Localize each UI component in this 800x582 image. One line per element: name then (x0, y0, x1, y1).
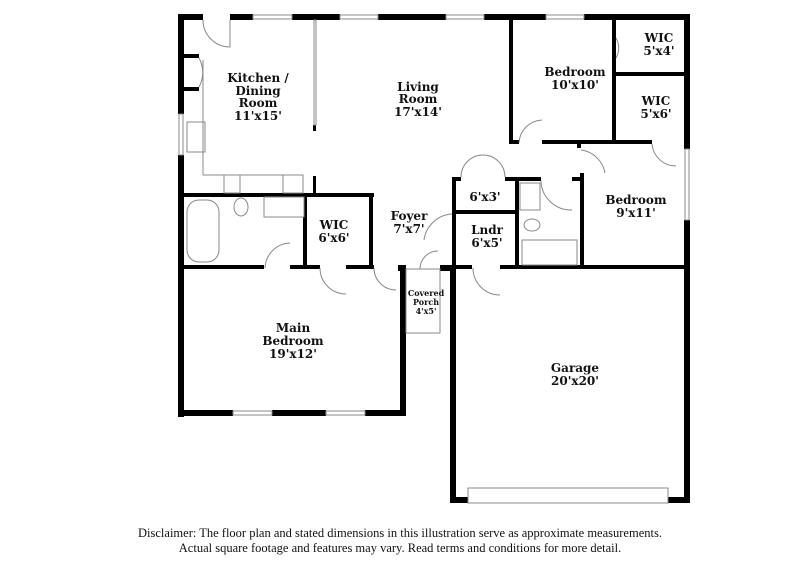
living-label: Living (397, 80, 439, 94)
porch-size: 4'x5' (416, 306, 437, 316)
wic-b-size: 5'x6' (640, 107, 671, 121)
bedroom-a-label: Bedroom (544, 65, 605, 79)
closet-size: 6'x3' (469, 190, 500, 204)
disclaimer-line-1: Disclaimer: The floor plan and stated di… (138, 526, 662, 540)
room-labels: Kitchen / Dining Room 11'x15' Living Roo… (227, 31, 674, 388)
wic-a-label: WIC (644, 31, 674, 45)
windows-and-fixtures (178, 14, 690, 504)
garage-size: 20'x20' (551, 374, 599, 388)
walls (178, 14, 690, 503)
foyer-label: Foyer (391, 209, 428, 223)
disclaimer-line-2: Actual square footage and features may v… (178, 541, 622, 555)
porch-label: Porch (413, 297, 439, 307)
laundry-label: Lndr (471, 223, 504, 237)
main-bedroom-label: Main (276, 321, 311, 335)
bedroom-b-label: Bedroom (605, 193, 666, 207)
living-size: 17'x14' (394, 105, 442, 119)
bedroom-a-size: 10'x10' (551, 78, 599, 92)
kitchen-size: 11'x15' (234, 109, 282, 123)
living-label: Room (399, 92, 438, 106)
kitchen-label: Dining (235, 84, 281, 98)
porch-label: Covered (408, 288, 445, 298)
bedroom-b-size: 9'x11' (616, 206, 656, 220)
wic-main-label: WIC (319, 218, 349, 232)
garage-label: Garage (551, 361, 600, 375)
wic-main-size: 6'x6' (318, 231, 349, 245)
kitchen-label: Room (239, 96, 278, 110)
wic-a-size: 5'x4' (643, 44, 674, 58)
foyer-size: 7'x7' (393, 222, 424, 236)
main-bedroom-size: 19'x12' (269, 347, 317, 361)
kitchen-label: Kitchen / (227, 71, 289, 85)
wic-b-label: WIC (641, 94, 671, 108)
laundry-size: 6'x5' (471, 236, 502, 250)
main-bedroom-label: Bedroom (262, 334, 323, 348)
